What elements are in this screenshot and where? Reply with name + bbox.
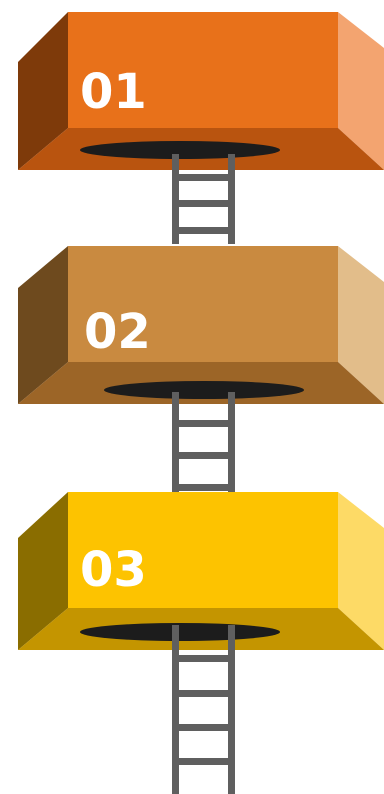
ladder-3-rail-left-top bbox=[172, 625, 179, 650]
step-2-number: 02 bbox=[84, 304, 151, 360]
step-3-hole bbox=[80, 623, 280, 641]
ladder-1-rung bbox=[175, 200, 232, 207]
ladder-3-rung bbox=[175, 655, 232, 662]
ladder-2-rail-right-top bbox=[228, 392, 235, 404]
ladder-3-rail-right bbox=[228, 628, 235, 794]
ladder-2-rail-left bbox=[172, 392, 179, 492]
ladder-3-rung bbox=[175, 724, 232, 731]
ladder-3-rail-left bbox=[172, 628, 179, 794]
step-1-number: 01 bbox=[80, 64, 147, 120]
step-box-1: 01 bbox=[18, 12, 384, 170]
ladder-1-rail-left-top bbox=[172, 154, 179, 170]
step-3-number: 03 bbox=[80, 542, 147, 598]
ladder-2 bbox=[172, 392, 235, 492]
ladder-3-rail-right-top bbox=[228, 625, 235, 650]
ladder-1-rail-right-top bbox=[228, 154, 235, 170]
step-2-hole bbox=[104, 381, 304, 399]
ladder-2-rung bbox=[175, 452, 232, 459]
ladder-2-rung bbox=[175, 484, 232, 491]
ladder-3-rung bbox=[175, 758, 232, 765]
step-box-3: 03 bbox=[18, 492, 384, 650]
ladder-1 bbox=[172, 158, 235, 244]
step-1-hole bbox=[80, 141, 280, 159]
ladder-3-rung bbox=[175, 690, 232, 697]
ladder-1-rung bbox=[175, 227, 232, 234]
ladder-1-rung bbox=[175, 174, 232, 181]
ladder-2-rung bbox=[175, 420, 232, 427]
ladder-2-rail-right bbox=[228, 392, 235, 492]
ladder-2-rail-left-top bbox=[172, 392, 179, 404]
step-box-2: 02 bbox=[18, 246, 384, 404]
ladder-3 bbox=[172, 628, 235, 794]
